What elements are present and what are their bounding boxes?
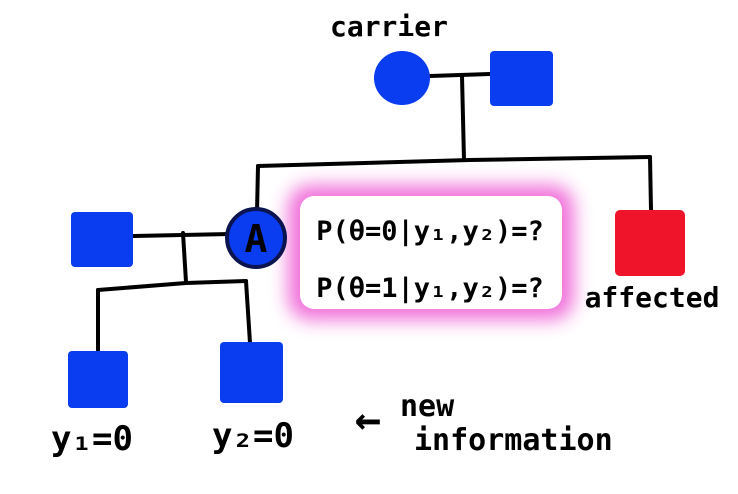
- sibship-line: [256, 155, 652, 168]
- affected-male-symbol: [615, 210, 685, 276]
- child-y2-symbol: [220, 342, 283, 403]
- husband-male-symbol: [71, 212, 133, 267]
- a-descent-line: [181, 231, 188, 284]
- question-line-2: P(θ=1|y₁,y₂)=?: [316, 273, 544, 304]
- question-line-1: P(θ=0|y₁,y₂)=?: [316, 216, 544, 247]
- individual-a-label: A: [245, 217, 268, 261]
- sibling-affected-drop: [648, 155, 653, 212]
- question-highlight: [288, 185, 574, 320]
- child2-drop: [244, 279, 252, 345]
- carrier-female-symbol: [374, 51, 430, 105]
- y1-label: y₁=0: [51, 419, 133, 459]
- grandfather-male-symbol: [490, 51, 553, 106]
- new-label: new: [400, 389, 455, 424]
- information-label: information: [414, 423, 613, 458]
- child-y1-symbol: [68, 351, 128, 408]
- parents-descent-line: [460, 74, 466, 162]
- y2-label: y₂=0: [212, 416, 294, 456]
- parents-mating-line: [428, 72, 492, 78]
- children-sibship-line: [96, 279, 248, 292]
- sibling-a-drop: [255, 164, 260, 214]
- arrow-left-icon: ←: [355, 394, 382, 445]
- pedigree-lines: [96, 72, 653, 352]
- affected-label: affected: [585, 281, 720, 314]
- individual-a: A: [225, 207, 287, 269]
- carrier-label: carrier: [330, 10, 448, 43]
